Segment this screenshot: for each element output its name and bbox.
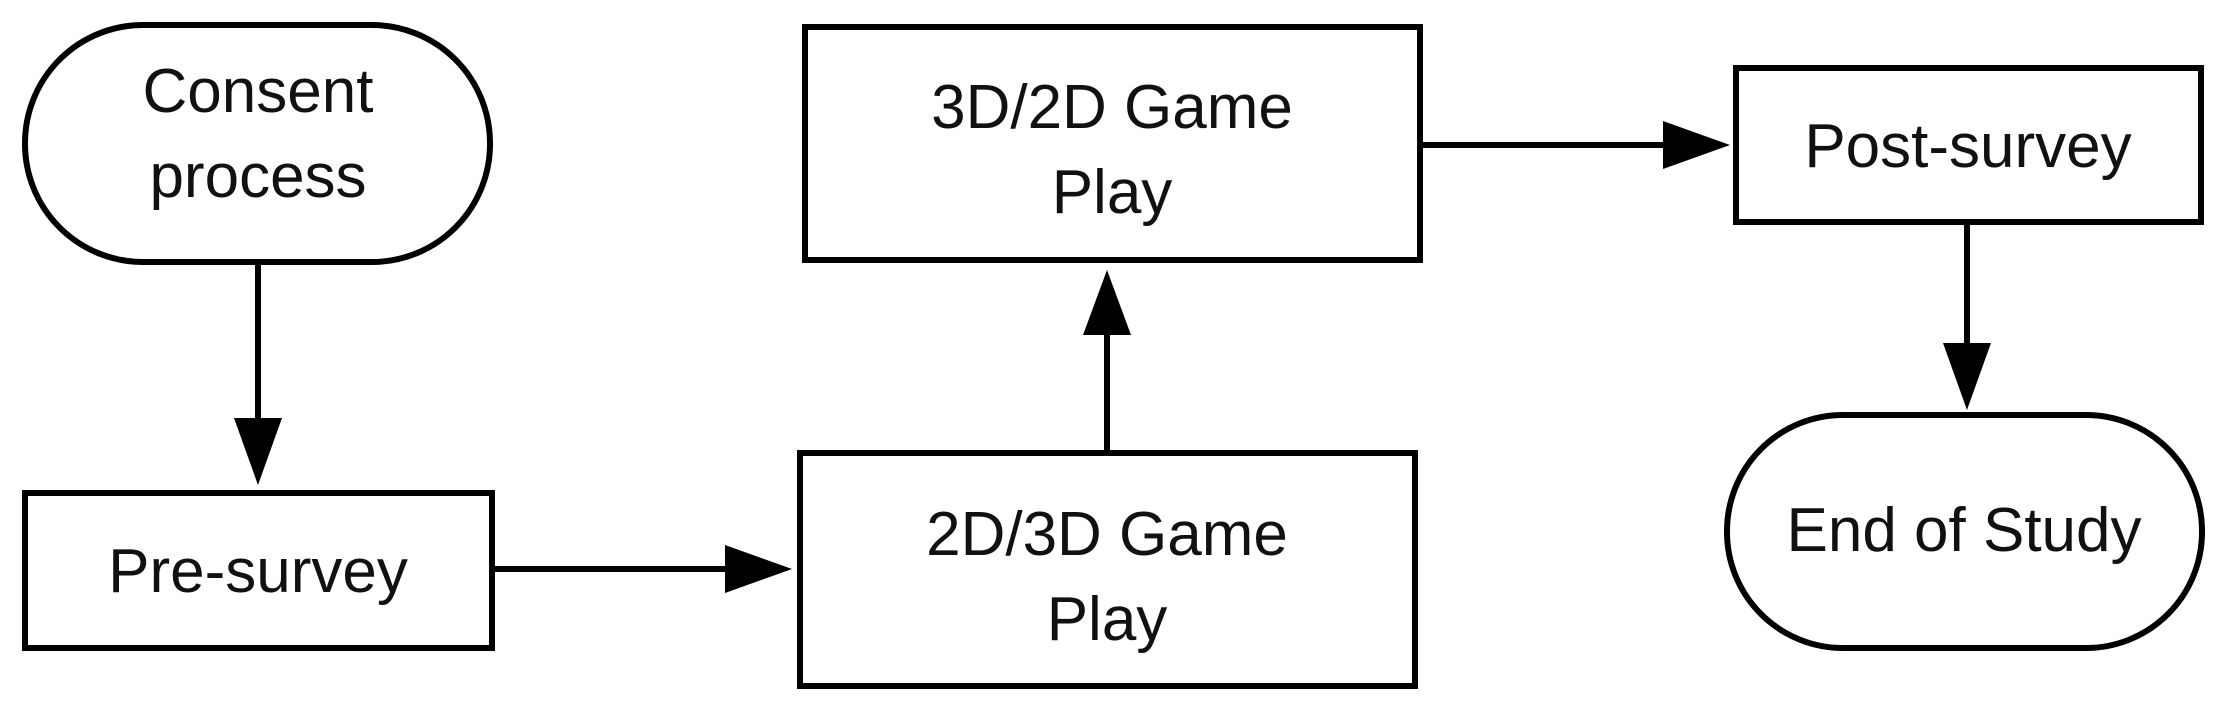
node-end-of-study-label: End of Study xyxy=(1786,496,2141,565)
node-pre-survey: Pre-survey xyxy=(22,490,495,651)
edge-consent-to-pre-survey xyxy=(234,262,282,485)
arrowhead-right xyxy=(1663,121,1730,169)
node-2d3d-game-play-line-1: 2D/3D Game xyxy=(926,500,1288,569)
edge-3d2d-game-play-to-post-survey xyxy=(1422,121,1730,169)
node-post-survey: Post-survey xyxy=(1733,65,2204,225)
edge-post-survey-to-end-of-study xyxy=(1943,222,1991,410)
node-pre-survey-label: Pre-survey xyxy=(108,537,408,606)
node-3d2d-game-play-line-2: Play xyxy=(1052,158,1173,227)
arrowhead-down xyxy=(234,418,282,485)
node-end-of-study: End of Study xyxy=(1724,412,2205,651)
node-2d3d-game-play: 2D/3D Game Play xyxy=(797,450,1418,689)
node-consent-process: Consent process xyxy=(22,22,493,265)
edge-pre-survey-to-2d3d-game-play xyxy=(492,545,792,593)
arrowhead-up xyxy=(1083,270,1131,335)
node-3d2d-game-play-line-1: 3D/2D Game xyxy=(931,73,1293,142)
node-consent-process-line-1: Consent xyxy=(143,57,374,126)
arrowhead-right xyxy=(725,545,792,593)
node-2d3d-game-play-line-2: Play xyxy=(1047,585,1168,654)
node-3d2d-game-play: 3D/2D Game Play xyxy=(802,24,1423,263)
arrowhead-down xyxy=(1943,343,1991,410)
edge-2d3d-to-3d2d-game-play xyxy=(1083,270,1131,450)
node-post-survey-label: Post-survey xyxy=(1804,112,2131,181)
node-consent-process-line-2: process xyxy=(149,142,366,211)
